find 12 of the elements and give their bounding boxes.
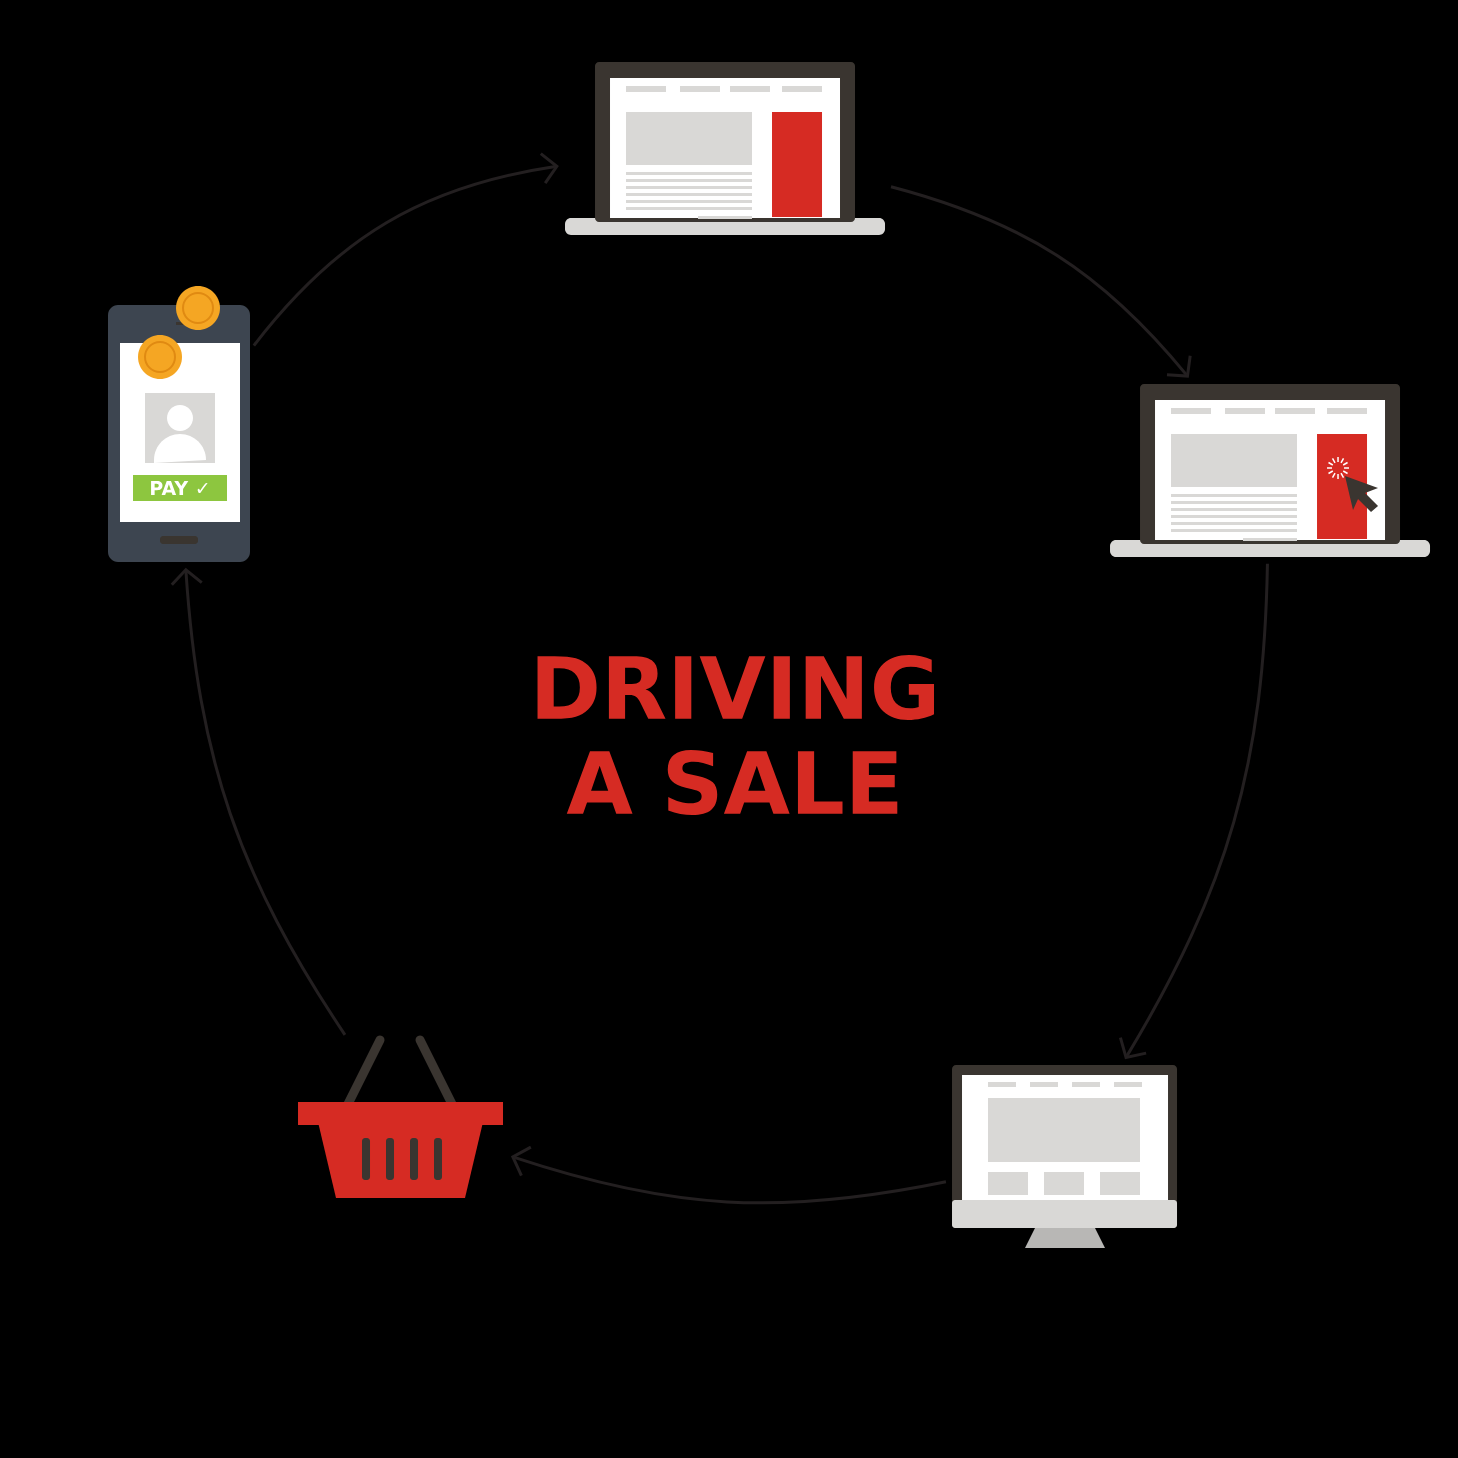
- pay-button: PAY ✓: [133, 475, 227, 501]
- arrow: [1118, 563, 1269, 1060]
- title: DRIVING A SALE: [537, 655, 934, 816]
- basket-drawing: [298, 1035, 503, 1198]
- monitor-drawing: [952, 1065, 1177, 1248]
- arrow: [890, 185, 1192, 378]
- arrow: [252, 152, 559, 347]
- laptop-drawing: [565, 62, 885, 235]
- arrow: [510, 1145, 947, 1205]
- laptop-drawing: [1110, 384, 1430, 557]
- phone-drawing: [108, 286, 250, 562]
- arrow: [170, 567, 347, 1036]
